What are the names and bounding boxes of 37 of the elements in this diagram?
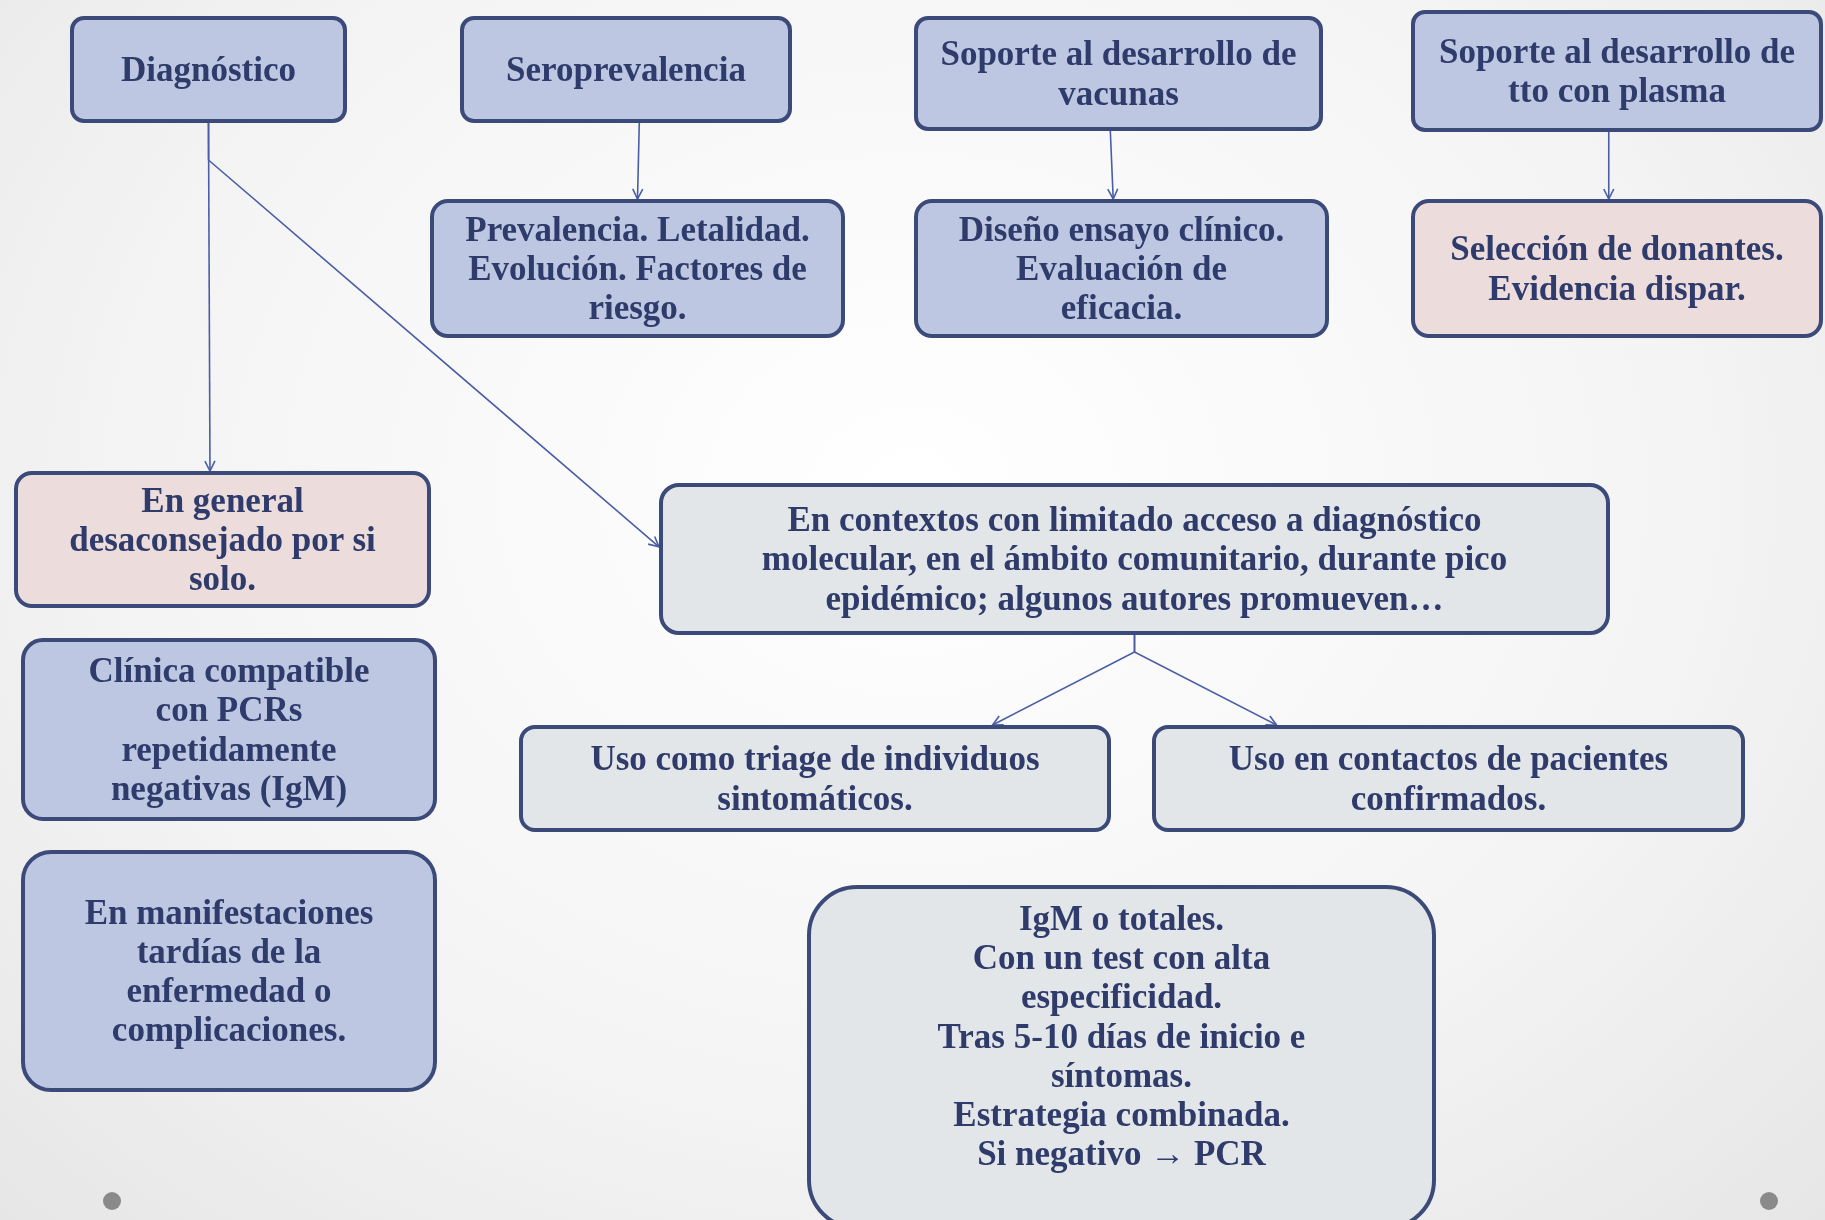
text-box [1411,199,1823,338]
box-text: En general desaconsejado por si solo. [68,480,377,599]
text-box [70,16,347,123]
box-text: Soporte al desarrollo de vacunas [939,34,1298,113]
box-text: Con un test con alta especificidad. [971,938,1272,1017]
box-text: Soporte al desarrollo de tto con plasma [1437,31,1797,111]
box-text: Tras 5-10 días de inicio e síntomas. [936,1016,1307,1095]
box-text: Diagnóstico [121,49,296,90]
box-text: IgM o totales. [1018,899,1225,939]
text-box [659,483,1610,635]
box-text: Uso como triage de individuos sintomáticos. [589,739,1041,818]
text-box [1411,10,1823,132]
text-box [914,16,1323,131]
text-box [807,885,1436,1220]
text-box [1152,725,1745,832]
text-box [460,16,792,123]
box-text: Diseño ensayo clínico. Evaluación de eficacia. [957,209,1286,328]
box-text: Clínica compatible con PCRs repetidamente negativas (IgM) [87,651,371,808]
arrow [1133,634,1278,726]
box-text: En contextos con limitado acceso a diagnóstico molecular, en el ámbito comunitario, durante pico epidémico; algunos autores promueven… [760,500,1509,618]
box-text: Uso en contactos de pacientes confirmados. [1227,739,1670,818]
box-text: En manifestaciones tardías de la enfermedad o complicaciones. [83,892,375,1050]
box-text: Seroprevalencia [506,49,746,90]
text-box [914,199,1329,338]
text-box [519,725,1111,832]
arrow [631,122,644,200]
box-text: Si negativo → PCR [977,1134,1266,1174]
box-text: Prevalencia. Letalidad. Evolución. Factores de riesgo. [464,209,811,328]
arrow [1107,130,1119,200]
text-box [21,850,437,1092]
arrow [1602,131,1615,200]
text-box [21,638,437,821]
text-box [430,199,845,338]
box-text: Selección de donantes. Evidencia dispar. [1449,229,1785,308]
arrow [207,122,660,548]
text-box [14,471,431,608]
box-text: Estrategia combinada. [953,1094,1290,1135]
